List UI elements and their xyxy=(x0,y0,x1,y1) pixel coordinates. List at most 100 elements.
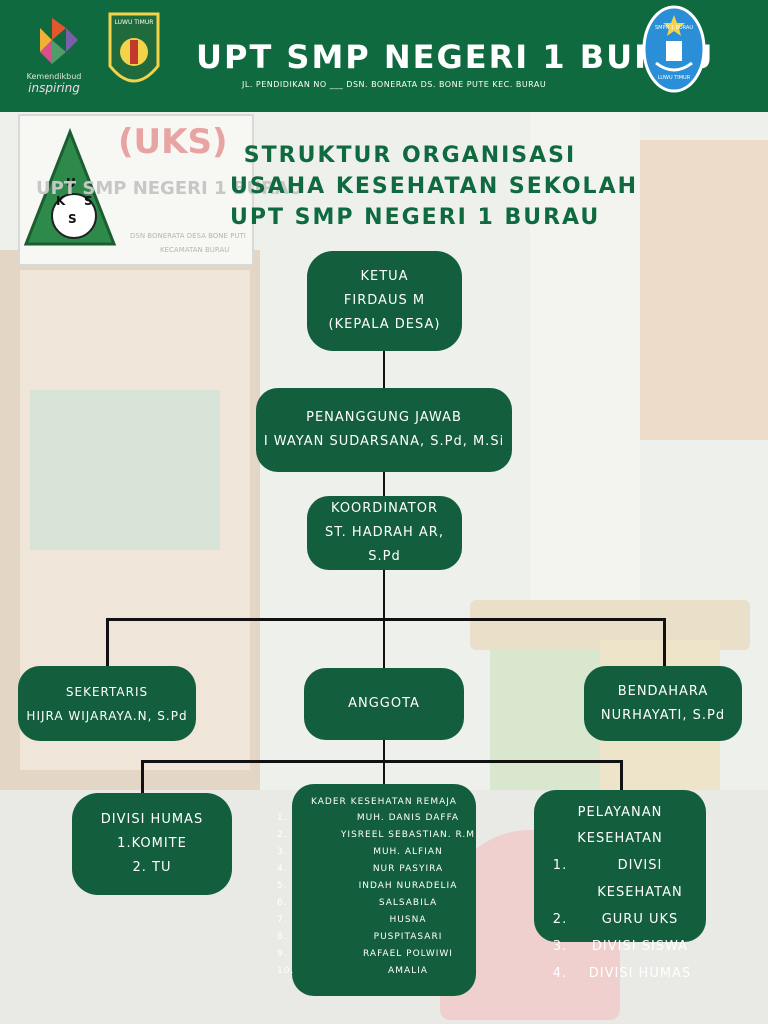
title-line-1: STRUKTUR ORGANISASI xyxy=(243,143,577,168)
triangle-letter-s: S xyxy=(84,194,93,208)
bendahara-name: NURHAYATI, S.Pd xyxy=(600,707,726,723)
pelayanan-name: DIVISI KESEHATAN xyxy=(597,858,683,900)
luwu-timur-text: LUWU TIMUR xyxy=(114,19,154,26)
smpn1-burau-badge: SMPN 1 BURAU LUWU TIMUR xyxy=(642,5,706,93)
divisi-humas-item-1: 1.KOMITE xyxy=(117,836,187,851)
pelayanan-name: GURU UKS xyxy=(601,912,679,927)
kader-row-5: 5. INDAH NURADELIA xyxy=(269,878,499,895)
kader-num: 10. xyxy=(277,966,295,976)
bendahara-role: BENDAHARA xyxy=(617,683,709,699)
koordinator-name: ST. HADRAH AR, S.Pd xyxy=(325,525,444,564)
kader-name: NUR PASYIRA xyxy=(372,864,444,874)
connector-left-drop xyxy=(106,618,109,668)
sekertaris-role: SEKERTARIS xyxy=(65,684,149,699)
triangle-letter-u: U xyxy=(66,176,76,190)
kader-row-2: 2. YISREEL SEBASTIAN. R.M xyxy=(269,827,499,844)
background-uks-sign: U K S S (UKS) UPT SMP NEGERI 1 BURAU DSN… xyxy=(18,114,303,266)
sign-school-line: UPT SMP NEGERI 1 BURAU xyxy=(36,178,303,199)
pelayanan-num: 1. xyxy=(552,858,568,873)
kader-row-3: 3. MUH. ALFIAN xyxy=(269,844,499,861)
koordinator-role: KOORDINATOR xyxy=(331,501,438,516)
kader-num: 4. xyxy=(277,864,288,874)
triangle-letter-s2: S xyxy=(68,212,77,226)
school-title: UPT SMP NEGERI 1 BURAU xyxy=(196,38,715,76)
bendahara-box: BENDAHARA NURHAYATI, S.Pd xyxy=(584,666,742,741)
badge-top-text: SMPN 1 BURAU xyxy=(654,25,694,31)
pelayanan-name: DIVISI HUMAS xyxy=(588,966,692,981)
pelayanan-row-4: 4. DIVISI HUMAS xyxy=(540,960,700,987)
kader-name: YISREEL SEBASTIAN. R.M xyxy=(340,830,476,840)
anggota-role: ANGGOTA xyxy=(348,696,420,711)
kader-num: 1. xyxy=(277,813,288,823)
pelayanan-title: PELAYANAN KESEHATAN xyxy=(577,805,663,846)
pelayanan-num: 2. xyxy=(552,912,568,927)
kader-name: INDAH NURADELIA xyxy=(358,881,458,891)
kemendikbud-text-1: Kemendikbud xyxy=(26,72,82,81)
pelayanan-row-1: 1. DIVISI KESEHATAN xyxy=(540,852,700,906)
anggota-box: ANGGOTA xyxy=(304,668,464,740)
connector-anggota-down xyxy=(383,738,385,762)
header-bar: Kemendikbud inspiring LUWU TIMUR UPT SMP… xyxy=(0,0,768,112)
kader-name: PUSPITASARI xyxy=(373,932,443,942)
kader-num: 3. xyxy=(277,847,288,857)
penanggung-jawab-name: I WAYAN SUDARSANA, S.Pd, M.Si xyxy=(263,434,505,449)
kader-name: SALSABILA xyxy=(378,898,438,908)
kader-title: KADER KESEHATAN REMAJA xyxy=(311,797,457,807)
connector-horizontal-bottom xyxy=(141,760,623,763)
divisi-humas-title: DIVISI HUMAS xyxy=(100,812,204,827)
koordinator-box: KOORDINATOR ST. HADRAH AR, S.Pd xyxy=(307,496,462,570)
connector-horizontal-top xyxy=(106,618,666,621)
sign-small-line-2: KECAMATAN BURAU xyxy=(160,246,230,254)
kader-num: 5. xyxy=(277,881,288,891)
kader-num: 7. xyxy=(277,915,288,925)
sign-uks-label: (UKS) xyxy=(118,122,228,162)
pelayanan-name: DIVISI SISWA xyxy=(591,939,689,954)
penanggung-jawab-role: PENANGGUNG JAWAB xyxy=(306,410,462,425)
kader-row-10: 10. AMALIA xyxy=(269,963,499,980)
connector-right-drop xyxy=(663,618,666,668)
kader-row-8: 8. PUSPITASARI xyxy=(269,929,499,946)
title-line-3: UPT SMP NEGERI 1 BURAU xyxy=(230,205,601,230)
kemendikbud-text-2: inspiring xyxy=(28,81,80,95)
sekertaris-box: SEKERTARIS HIJRA WIJARAYA.N, S.Pd xyxy=(18,666,196,741)
ketua-box: KETUA FIRDAUS M (KEPALA DESA) xyxy=(307,251,462,351)
pelayanan-row-3: 3. DIVISI SISWA xyxy=(540,933,700,960)
ketua-name: FIRDAUS M xyxy=(343,293,426,308)
kader-num: 8. xyxy=(277,932,288,942)
ketua-role: KETUA xyxy=(360,269,409,284)
connector-bottom-mid-drop xyxy=(383,760,385,786)
kader-row-7: 7. HUSNA xyxy=(269,912,499,929)
kader-num: 9. xyxy=(277,949,288,959)
school-address: JL. PENDIDIKAN NO ___ DSN. BONERATA DS. … xyxy=(242,80,547,89)
triangle-letter-k: K xyxy=(56,194,66,208)
uks-triangle-logo xyxy=(23,127,117,252)
connector-pj-to-koordinator xyxy=(383,470,385,498)
pelayanan-row-2: 2. GURU UKS xyxy=(540,906,700,933)
pelayanan-num: 3. xyxy=(552,939,568,954)
pelayanan-kesehatan-box: PELAYANAN KESEHATAN 1. DIVISI KESEHATAN 2… xyxy=(534,790,706,981)
connector-bottom-left-drop xyxy=(141,760,144,796)
title-line-2: USAHA KESEHATAN SEKOLAH xyxy=(230,174,639,199)
kader-name: HUSNA xyxy=(389,915,427,925)
kader-num: 2. xyxy=(277,830,288,840)
kader-name: AMALIA xyxy=(388,966,428,976)
penanggung-jawab-box: PENANGGUNG JAWAB I WAYAN SUDARSANA, S.Pd… xyxy=(256,388,512,472)
kader-row-1: 1. MUH. DANIS DAFFA xyxy=(269,810,499,827)
pelayanan-num: 4. xyxy=(552,966,568,981)
kader-num: 6. xyxy=(277,898,288,908)
kader-row-6: 6. SALSABILA xyxy=(269,895,499,912)
luwu-timur-crest: LUWU TIMUR xyxy=(108,10,160,96)
ketua-note: (KEPALA DESA) xyxy=(328,317,441,332)
kader-name: MUH. DANIS DAFFA xyxy=(356,813,460,823)
kader-name: RAFAEL POLWIWI xyxy=(363,949,453,959)
kader-kesehatan-box: KADER KESEHATAN REMAJA 1. MUH. DANIS DAFF… xyxy=(277,784,476,996)
sign-small-line-1: DSN BONERATA DESA BONE PUTI xyxy=(130,232,246,240)
kader-row-4: 4. NUR PASYIRA xyxy=(269,861,499,878)
kader-name: MUH. ALFIAN xyxy=(373,847,443,857)
sekertaris-name: HIJRA WIJARAYA.N, S.Pd xyxy=(26,708,188,723)
badge-bottom-text: LUWU TIMUR xyxy=(657,75,691,81)
connector-ketua-to-pj xyxy=(383,346,385,390)
kader-row-9: 9. RAFAEL POLWIWI xyxy=(269,946,499,963)
connector-bottom-right-drop xyxy=(620,760,623,792)
divisi-humas-box: DIVISI HUMAS 1.KOMITE 2. TU xyxy=(72,793,232,895)
